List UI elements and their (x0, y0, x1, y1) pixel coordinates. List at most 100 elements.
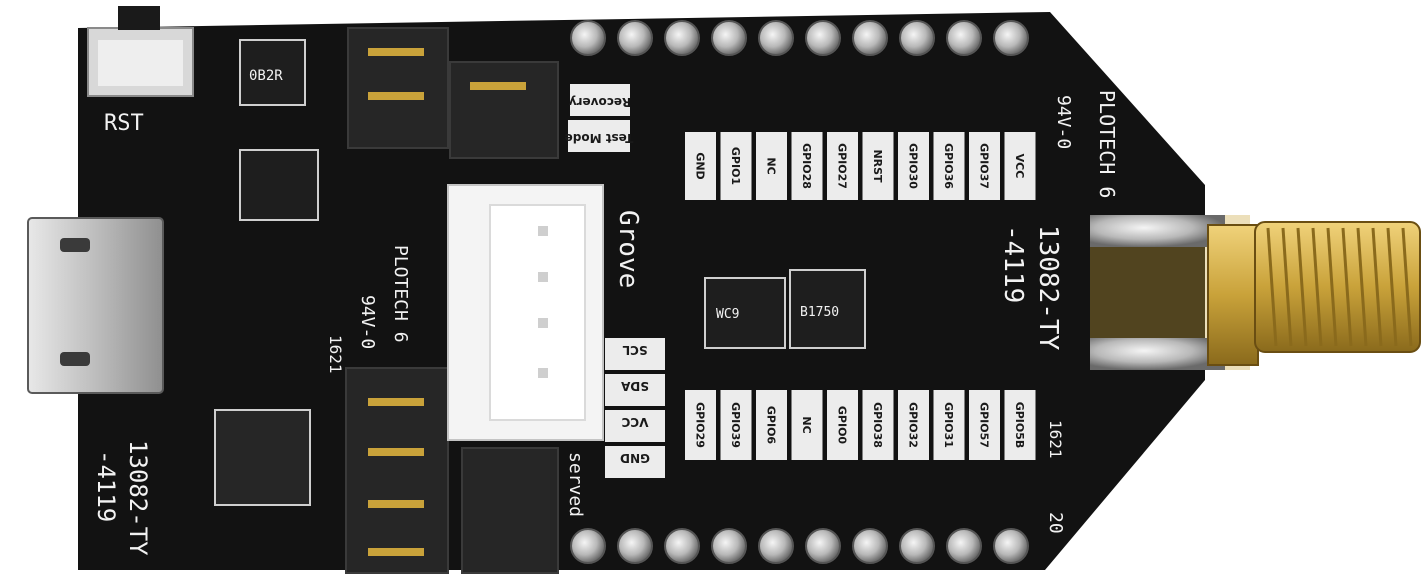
header-pad (758, 528, 794, 564)
pin-label-box (1004, 132, 1036, 200)
sma-thread-line (1296, 227, 1308, 347)
header-pad (805, 528, 841, 564)
sma-thread-line (1341, 227, 1353, 347)
header-pad (617, 528, 653, 564)
vendor-center: PLOTECH 6 (390, 245, 411, 343)
pin-label-box (827, 390, 858, 460)
date-code-center: 1621 (326, 335, 345, 374)
bottom-header-pads (570, 528, 1029, 564)
header-pad (946, 528, 982, 564)
chip-b1 (789, 269, 866, 349)
board-id-right: 13082-TY (1033, 225, 1063, 351)
pin-label-box (685, 390, 716, 460)
pin-label: NC (800, 416, 813, 433)
header-pad (570, 20, 606, 56)
chip-top (239, 39, 306, 106)
vendor-right: PLOTECH 6 (1095, 90, 1119, 198)
rst-label: RST (104, 111, 144, 136)
pin-label-box (933, 132, 965, 200)
pin-label-box (720, 390, 752, 460)
rst-switch-actuator (118, 6, 160, 30)
grove-pin-box (605, 410, 665, 442)
header-pad (899, 20, 935, 56)
header-pad (617, 20, 653, 56)
chip-wc (704, 277, 786, 349)
pin-label: GPIO30 (907, 143, 920, 189)
date-code-right: 1621 (1046, 420, 1065, 459)
recovery-label: Recovery (569, 95, 632, 109)
board-id-left-2: -4119 (92, 450, 120, 522)
header-pad (852, 20, 888, 56)
pin-label-box (898, 390, 929, 460)
pin-label: GPIO57 (978, 402, 991, 448)
pin-label: NRST (871, 149, 884, 183)
pin-label-box (720, 132, 752, 200)
chip-qfn (214, 409, 311, 506)
rating-center: 94V-0 (357, 295, 378, 349)
pin-label-box (898, 132, 929, 200)
header-pad (664, 20, 700, 56)
top-pin-labels: GND GPIO1 NC GPIO28 GPIO27 NRST GPIO30 GPIO36 GP… (685, 132, 1036, 200)
pin-label: GPIO37 (978, 143, 991, 189)
pin-label-box (827, 132, 858, 200)
header-pad (758, 20, 794, 56)
pin-label-box (756, 132, 787, 200)
sma-thread-line (1281, 227, 1293, 347)
grove-pin-box (605, 338, 665, 370)
pin-label: GPIO0 (836, 406, 849, 445)
header-pad (993, 20, 1029, 56)
pin-label: GPIO32 (907, 402, 920, 448)
pin-label: GPIO1 (729, 147, 742, 185)
header-pad (570, 528, 606, 564)
board-id-left: 13082-TY (124, 440, 152, 556)
pin-label-box (862, 132, 894, 200)
sma-thread-line (1401, 227, 1413, 347)
reserved-label: served (565, 452, 586, 517)
pin-count-label: 20 (1045, 512, 1066, 534)
pin-label-box (1004, 390, 1036, 460)
svg-text:0B2R: 0B2R (249, 68, 283, 84)
svg-text:WC9: WC9 (716, 307, 739, 322)
pin-label: GPIO36 (942, 143, 955, 189)
pin-label: GPIO27 (836, 143, 849, 189)
pin-label: GND (694, 152, 707, 179)
pin-label: GPIO31 (942, 402, 955, 448)
pin-label: GPIO6 (765, 406, 778, 445)
pin-label-box (791, 132, 823, 200)
board-id-right-2: -4119 (998, 225, 1028, 303)
top-header-pads (570, 20, 1029, 56)
header-pad (711, 20, 747, 56)
grove-pin-box (605, 446, 665, 478)
pin-label: NC (765, 157, 778, 174)
header-pad (805, 20, 841, 56)
pin-label-box (933, 390, 965, 460)
header-pad (664, 528, 700, 564)
grove-label: Grove (613, 210, 643, 288)
pin-label: GPIO39 (729, 402, 742, 448)
header-pad (899, 528, 935, 564)
chip-mid-left (239, 149, 319, 221)
jumper-block-bottom (345, 367, 559, 574)
pin-label-box (969, 132, 1000, 200)
sma-thread-line (1356, 227, 1368, 347)
pin-label: GPIO5B (1013, 402, 1026, 449)
pin-label-box (685, 132, 716, 200)
rating-right: 94V-0 (1053, 95, 1074, 149)
pin-label-box (969, 390, 1000, 460)
grove-pin-box (605, 374, 665, 406)
header-pad (711, 528, 747, 564)
pin-label: GPIO29 (694, 402, 707, 448)
grove-pin-label: GND (620, 451, 650, 465)
header-pad (852, 528, 888, 564)
pin-label-box (756, 390, 787, 460)
sma-thread-line (1326, 227, 1338, 347)
usb-connector (27, 217, 164, 394)
sma-thread-line (1311, 227, 1323, 347)
pin-label-box (862, 390, 894, 460)
pin-label: GPIO28 (800, 143, 813, 189)
sma-thread-line (1386, 227, 1398, 347)
grove-pin-label: VCC (621, 415, 648, 429)
